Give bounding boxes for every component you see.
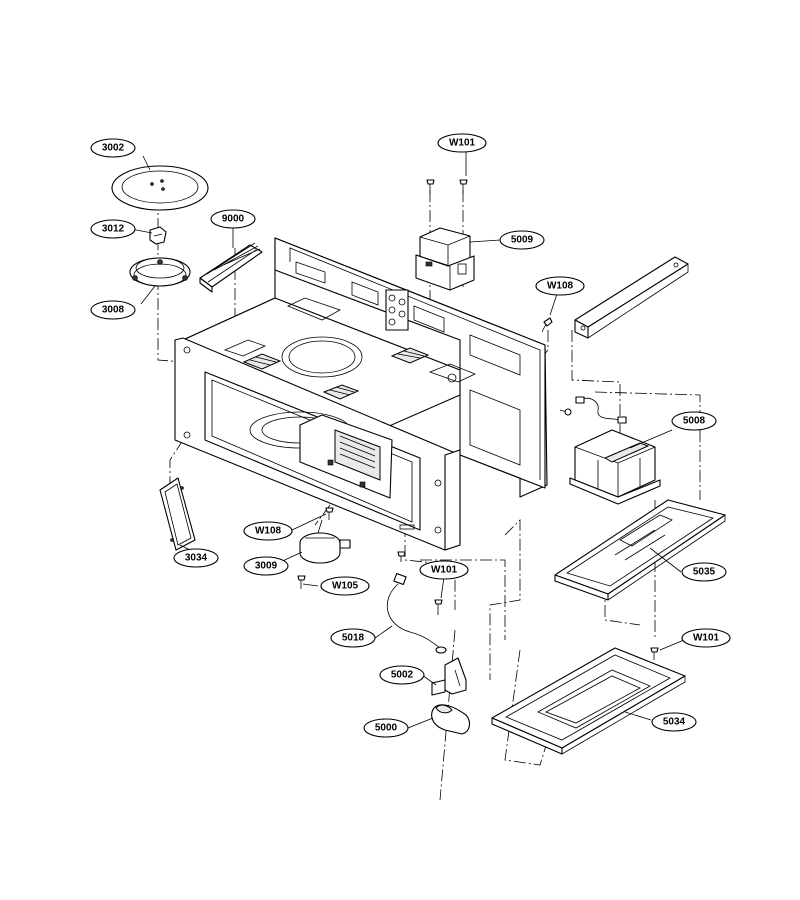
part-5009-magnetron [415, 227, 475, 291]
callout-5000: 5000 [363, 718, 409, 738]
callout-5034: 5034 [651, 712, 697, 732]
callout-w101-right: W101 [681, 628, 731, 648]
callout-5035: 5035 [681, 562, 727, 582]
callout-w101-mid: W101 [419, 560, 469, 580]
callout-text-5000: 5000 [375, 723, 398, 734]
part-3034-cover [159, 477, 196, 551]
part-3002-glass-tray [111, 165, 209, 211]
callout-text-5034: 5034 [663, 717, 686, 728]
screws-bottom [297, 507, 443, 615]
top-right-rail [574, 256, 689, 339]
callout-text-3034: 3034 [185, 553, 208, 564]
callout-3034: 3034 [173, 548, 219, 568]
callout-text-w105: W105 [332, 581, 359, 592]
callout-5009: 5009 [499, 230, 545, 250]
part-5008-transformer [559, 396, 661, 505]
main-cavity-assembly [174, 237, 548, 551]
screw-w108-top [541, 317, 553, 333]
callout-text-3008: 3008 [102, 305, 125, 316]
part-5018-wire-harness [386, 572, 447, 654]
callout-9000: 9000 [210, 209, 256, 229]
callout-3002: 3002 [90, 138, 136, 158]
top-vent-grilles [242, 347, 430, 400]
part-3009-motor [299, 519, 351, 564]
callout-text-3012: 3012 [102, 224, 125, 235]
callout-3009: 3009 [243, 556, 289, 576]
callout-text-5035: 5035 [693, 567, 716, 578]
back-wall-holes [385, 289, 409, 331]
part-5035-base-plate [554, 499, 726, 601]
callout-w101-top: W101 [437, 133, 487, 153]
callout-text-3002: 3002 [102, 143, 125, 154]
callout-w108-bottom: W108 [243, 521, 293, 541]
callout-text-w101-top: W101 [449, 138, 476, 149]
callout-text-3009: 3009 [255, 561, 278, 572]
callout-text-5009: 5009 [511, 235, 534, 246]
callout-5002: 5002 [379, 665, 425, 685]
callout-text-w101-mid: W101 [431, 565, 458, 576]
callout-5018: 5018 [330, 628, 376, 648]
callout-w108-top: W108 [535, 276, 585, 296]
control-bracket [299, 414, 393, 499]
callout-text-w108-top: W108 [547, 281, 574, 292]
callout-text-9000: 9000 [222, 214, 245, 225]
screws-w101-top [426, 179, 468, 194]
callout-text-5008: 5008 [683, 416, 706, 427]
callout-text-w101-right: W101 [693, 633, 720, 644]
part-5034-bottom-plate [491, 647, 686, 755]
leader-lines [130, 151, 685, 729]
callout-w105: W105 [320, 576, 370, 596]
part-3008-roller-ring [129, 257, 191, 287]
callout-3008: 3008 [90, 300, 136, 320]
part-9000-filter [199, 242, 263, 293]
screw-w101-right [650, 647, 659, 660]
part-5000-lamp [431, 704, 471, 735]
callout-text-5002: 5002 [391, 670, 414, 681]
callout-text-w108-bottom: W108 [255, 526, 282, 537]
part-3012-coupler [149, 226, 167, 245]
part-5002-switch [431, 657, 467, 696]
callout-5008: 5008 [671, 411, 717, 431]
callout-text-5018: 5018 [342, 633, 365, 644]
callout-3012: 3012 [90, 219, 136, 239]
